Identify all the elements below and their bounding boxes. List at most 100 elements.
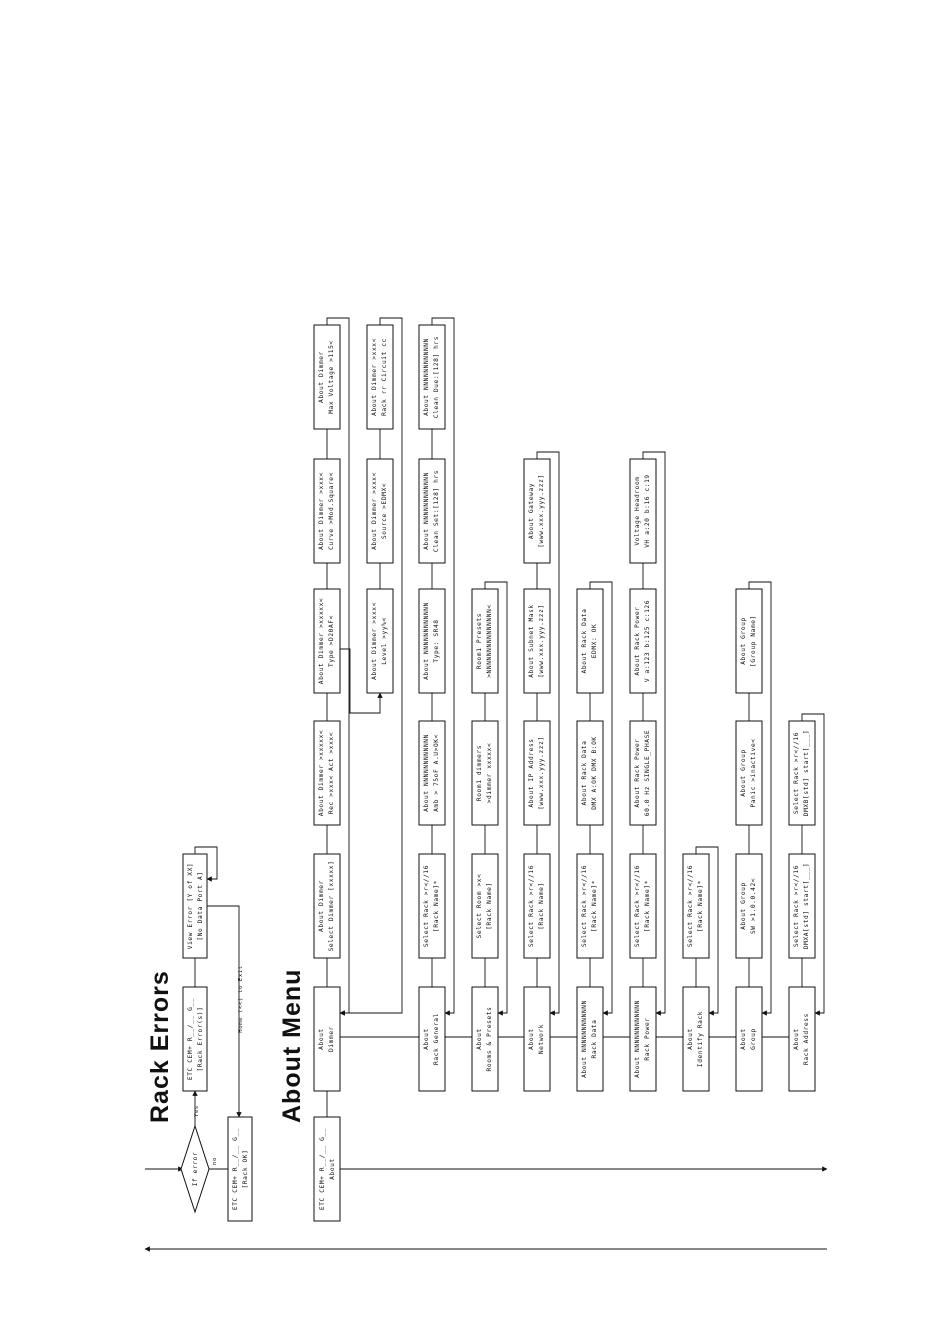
row-6-item-0: Select Rack >r<//16[Rack Name]* bbox=[682, 853, 710, 959]
row-4-item-2-line-1: About Rack Data bbox=[581, 609, 588, 674]
row-2-item-2-line-1: Room1 Presets bbox=[476, 613, 483, 669]
row-8-item-0-line-1: Select Rack >r<//16 bbox=[793, 865, 800, 947]
row-2-item-0-line-2: [Rack Name] bbox=[486, 882, 493, 930]
row-0-sub-1-line-2: Source >EDMX< bbox=[381, 483, 388, 539]
row-0-item-1-line-1: About Dimmer >xxxxx< bbox=[318, 730, 325, 817]
row-5-item-0-line-2: [Rack Name]* bbox=[644, 880, 651, 932]
rack-error-box: ETC CEM+ R__/__ G__ [Rack Error(s)] bbox=[182, 986, 208, 1092]
row-2-head-line-2: Rooms & Presets bbox=[486, 1007, 493, 1072]
row-7-item-2: About Group[Group Name] bbox=[735, 588, 763, 694]
row-8-head-line-2: Rack Address bbox=[803, 1013, 810, 1065]
row-4-item-2-frame bbox=[576, 588, 604, 694]
row-6-head-line-1: About bbox=[687, 1028, 694, 1050]
row-0-item-4-line-1: About Dimmer bbox=[318, 351, 325, 403]
row-5-item-0: Select Rack >r<//16[Rack Name]* bbox=[629, 853, 657, 959]
row-0-item-1: About Dimmer >xxxxx<Rec >xxx< Act >xxx< bbox=[313, 720, 341, 826]
row-0-item-0-line-2: Select Dimmer [xxxxx] bbox=[328, 861, 335, 952]
row-5-loop bbox=[642, 451, 666, 1016]
row-0-sub-2-line-1: About Dimmer >xxx< bbox=[371, 338, 378, 416]
row-5-head-line-1: About NNNNNNNNNNNN bbox=[634, 1000, 641, 1078]
row-5-item-2-line-2: V a:123 b:125 c:126 bbox=[644, 600, 651, 682]
row-3-item-3: About Gateway[www.xxx.yyy.zzz] bbox=[523, 458, 551, 564]
row-2-item-0-frame bbox=[471, 853, 499, 959]
row-2-item-2: Room1 Presets>NNNNNNNNNNNNNNN< bbox=[471, 588, 499, 694]
row-8-item-0-frame bbox=[788, 853, 816, 959]
row-3-item-3-line-2: [www.xxx.yyy.zzz] bbox=[538, 474, 545, 548]
row-0-item-2-line-2: Type >D20AF< bbox=[328, 615, 335, 667]
row-7-item-0-line-2: SW >1.0.0.42< bbox=[750, 878, 757, 934]
row-1-item-1-line-1: About NNNNNNNNNNNN bbox=[423, 734, 430, 812]
yes-label: Yes bbox=[194, 1105, 200, 1117]
about-start-line-2: About bbox=[329, 1158, 336, 1180]
row-7-head-line-1: About bbox=[740, 1028, 747, 1050]
row-2-item-1-frame bbox=[471, 720, 499, 826]
row-7-item-1-line-1: About Group bbox=[740, 749, 747, 797]
row-3-item-1-line-1: About IP Address bbox=[528, 738, 535, 807]
row-5-item-1-line-1: About Rack Power bbox=[634, 738, 641, 807]
row-4-item-0: Select Rack >r<//16[Rack Name]* bbox=[576, 853, 604, 959]
row-8-item-1-line-1: Select Rack >r<//16 bbox=[793, 732, 800, 814]
row-5-item-2-line-1: About Rack Power bbox=[634, 606, 641, 675]
row-3-item-3-frame bbox=[523, 458, 551, 564]
row-5-item-3-frame bbox=[629, 458, 657, 564]
row-4-item-0-frame bbox=[576, 853, 604, 959]
rack-error-line-1: ETC CEM+ R__/__ G__ bbox=[187, 998, 194, 1080]
row-7-item-2-line-1: About Group bbox=[740, 617, 747, 665]
row-3-item-0-frame bbox=[523, 853, 551, 959]
row-7-item-0-line-1: About Group bbox=[740, 882, 747, 930]
row-0-sub-branch bbox=[340, 648, 383, 714]
view-error-line-2: [No Data Port A] bbox=[197, 871, 204, 940]
row-1-head-frame bbox=[418, 986, 446, 1092]
exit-label: Home (<<) to Exit bbox=[238, 965, 244, 1032]
row-1-item-4-line-2: Clean Due:[128] hrs bbox=[433, 336, 440, 418]
row-3-item-0: Select Rack >r<//16[Rack Name] bbox=[523, 853, 551, 959]
row-0-item-1-line-2: Rec >xxx< Act >xxx< bbox=[328, 732, 335, 814]
row-5-item-1-line-2: 60.0 Hz SINGLE_PHASE bbox=[644, 730, 651, 817]
row-3-item-2: About Subnet Mask[www.xxx.yyy.zzz] bbox=[523, 588, 551, 694]
row-0-sub-1: About Dimmer >xxx<Source >EDMX< bbox=[366, 458, 394, 564]
row-7-loop bbox=[748, 581, 772, 1016]
row-0-sub-2-line-2: Rack rr Circuit cc bbox=[381, 338, 388, 416]
row-4-item-1-line-1: About Rack Data bbox=[581, 741, 588, 806]
row-4-item-2-line-2: EDMX: OK bbox=[591, 624, 598, 659]
row-0-sub-2-frame bbox=[366, 324, 394, 430]
row-6-item-0-line-2: [Rack Name]* bbox=[697, 880, 704, 932]
row-0-sub-2: About Dimmer >xxx<Rack rr Circuit cc bbox=[366, 324, 394, 430]
row-0-item-1-frame bbox=[313, 720, 341, 826]
row-5-item-3-line-2: VH a:20 b:16 c:19 bbox=[644, 474, 651, 548]
rack-ok-line-1: ETC CEM+ R__/__ G__ bbox=[232, 1128, 239, 1210]
row-4-head-line-1: About NNNNNNNNNNNN bbox=[581, 1000, 588, 1078]
row-2-item-2-line-2: >NNNNNNNNNNNNNNN< bbox=[486, 604, 493, 678]
decision-label: If error bbox=[192, 1152, 199, 1187]
row-2-item-1: Room1 dimmers>dimmer xxxxx< bbox=[471, 720, 499, 826]
view-error-loop bbox=[194, 846, 218, 882]
row-1-item-0-frame bbox=[418, 853, 446, 959]
row-1-item-0: Select Rack >r<//16[Rack Name]* bbox=[418, 853, 446, 959]
row-8-head-line-1: About bbox=[793, 1028, 800, 1050]
row-1-item-2-line-1: About NNNNNNNNNNNN bbox=[423, 602, 430, 680]
row-3-item-3-line-1: About Gateway bbox=[528, 483, 535, 539]
row-1-item-3-frame bbox=[418, 458, 446, 564]
exit-connector bbox=[207, 905, 242, 1118]
row-1-item-0-line-1: Select Rack >r<//16 bbox=[423, 865, 430, 947]
row-1-head-line-1: About bbox=[423, 1028, 430, 1050]
rack-error-line-2: [Rack Error(s)] bbox=[197, 1007, 204, 1072]
row-2-item-1-line-2: >dimmer xxxxx< bbox=[486, 743, 493, 804]
row-1-item-2-line-2: Type: SR48 bbox=[433, 619, 440, 662]
row-8-loop bbox=[801, 713, 825, 1016]
